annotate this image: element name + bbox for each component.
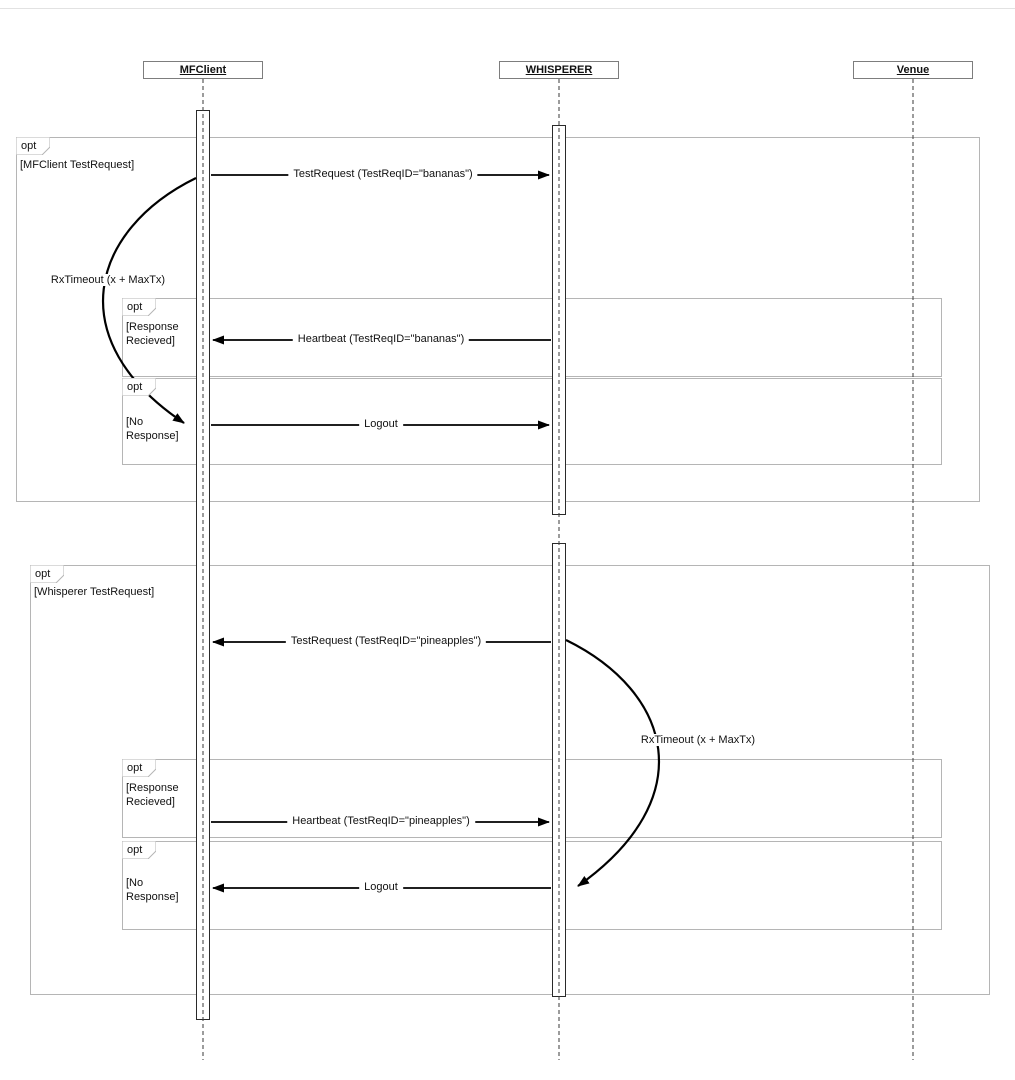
opt-frame-whisperer-testrequest [30,565,990,995]
participant-name: Venue [896,64,930,76]
opt-label: opt [127,301,143,313]
opt-tag-shape [16,137,50,155]
activation-bar-whisperer-1 [552,125,566,515]
opt-tag-frame-1: opt [16,137,50,155]
message-label-heartbeat-bananas: Heartbeat (TestReqID="bananas") [292,333,470,345]
opt-frame-response-received-1 [122,298,942,377]
opt-frame-no-response-2 [122,841,942,930]
opt-label: opt [127,381,143,393]
guard-condition-no-response-1: [No Response] [126,416,179,443]
opt-frame-no-response-1 [122,378,942,465]
opt-frame-mfclient-testrequest [16,137,980,502]
opt-label: opt [127,844,143,856]
activation-bar-whisperer-2 [552,543,566,997]
message-label-testrequest-bananas: TestRequest (TestReqID="bananas") [288,168,478,180]
opt-tag-shape [30,565,64,583]
opt-tag-frame-2: opt [30,565,64,583]
opt-tag-shape [122,841,156,859]
guard-condition-response-1: [Response Recieved] [126,321,179,348]
opt-label: opt [127,762,143,774]
opt-tag-no-response-2: opt [122,841,156,859]
opt-label: opt [21,140,37,152]
message-label-rxtimeout-1: RxTimeout (x + MaxTx) [45,274,171,286]
participant-box-venue: Venue [853,61,973,79]
participant-box-whisperer: WHISPERER [499,61,619,79]
message-label-rxtimeout-2: RxTimeout (x + MaxTx) [635,734,761,746]
participant-name: MFClient [179,64,227,76]
participant-name: WHISPERER [525,64,593,76]
message-label-testrequest-pineapples: TestRequest (TestReqID="pineapples") [285,635,487,647]
participant-box-mfclient: MFClient [143,61,263,79]
opt-label: opt [35,568,51,580]
activation-bar-mfclient [196,110,210,1020]
page-top-divider [0,8,1015,9]
guard-condition-no-response-2: [No Response] [126,877,179,904]
opt-tag-no-response-1: opt [122,378,156,396]
opt-tag-response-2: opt [122,759,156,777]
message-label-logout-1: Logout [359,418,403,430]
message-label-heartbeat-pineapples: Heartbeat (TestReqID="pineapples") [287,815,475,827]
message-label-logout-2: Logout [359,881,403,893]
opt-tag-shape [122,759,156,777]
opt-frame-response-received-2 [122,759,942,838]
opt-tag-response-1: opt [122,298,156,316]
guard-condition-response-2: [Response Recieved] [126,782,179,809]
guard-condition-frame-1: [MFClient TestRequest] [20,159,135,171]
guard-condition-frame-2: [Whisperer TestRequest] [34,586,155,598]
